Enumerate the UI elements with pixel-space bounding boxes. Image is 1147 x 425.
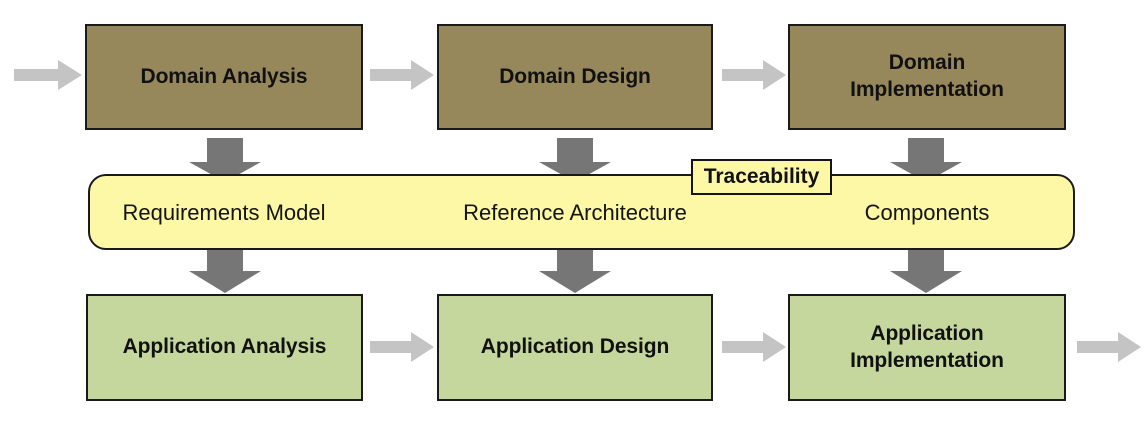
arrow-requirements-model-to-application-analysis: [189, 245, 261, 293]
domain-analysis-box[interactable]: Domain Analysis: [85, 24, 363, 130]
artifact-band: [88, 174, 1075, 250]
domain-design-box[interactable]: Domain Design: [437, 24, 713, 130]
arrow-domain-implementation-to-components: [890, 138, 962, 182]
application-analysis-box[interactable]: Application Analysis: [86, 294, 363, 401]
arrow-domain-design-to-reference-architecture: [539, 138, 611, 182]
domain-design-label: Domain Design: [499, 64, 651, 88]
reference-architecture-label: Reference Architecture: [463, 200, 687, 225]
arrow-domain-design-to-implementation: [722, 60, 786, 90]
arrow-out-of-application-implementation: [1077, 332, 1141, 362]
requirements-model-label: Requirements Model: [122, 200, 326, 225]
application-analysis-label: Application Analysis: [122, 335, 327, 359]
traceability-label: Traceability: [703, 165, 820, 188]
arrow-components-to-application-implementation: [890, 245, 962, 293]
arrow-reference-architecture-to-application-design: [539, 245, 611, 293]
arrow-application-analysis-to-design: [370, 332, 434, 362]
arrow-domain-analysis-to-design: [370, 60, 434, 90]
traceability-callout[interactable]: Traceability: [691, 159, 832, 195]
arrow-domain-analysis-to-requirements-model: [189, 138, 261, 182]
domain-analysis-label: Domain Analysis: [140, 64, 308, 88]
application-design-label: Application Design: [480, 335, 670, 359]
arrow-application-design-to-implementation: [722, 332, 786, 362]
arrow-into-domain-analysis: [14, 60, 82, 90]
components-label: Components: [864, 200, 990, 225]
application-design-box[interactable]: Application Design: [437, 294, 713, 401]
